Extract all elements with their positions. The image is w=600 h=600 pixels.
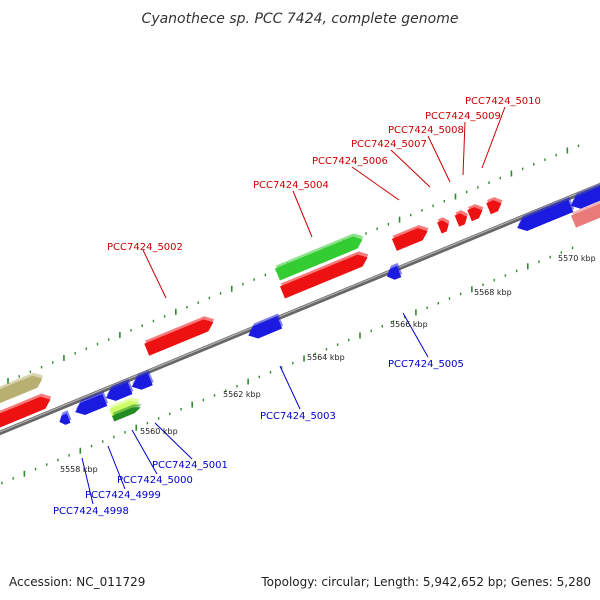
gene-labels: PCC7424_5002PCC7424_5004PCC7424_5006PCC7… (53, 96, 541, 517)
forward-gene-label[interactable]: PCC7424_5004 (253, 180, 329, 191)
feature-blue[interactable] (514, 196, 575, 234)
ruler-tick-label: 5566 kbp (390, 320, 428, 329)
ruler-tick-label: 5560 kbp (140, 427, 178, 436)
feature-pcc7424-5007[interactable] (436, 215, 453, 234)
forward-gene-label[interactable]: PCC7424_5008 (388, 125, 464, 136)
feature-pcc7424-5000[interactable] (128, 370, 154, 393)
ruler-tick-label: 5562 kbp (223, 390, 261, 399)
feature-body (517, 199, 574, 232)
leader-line (427, 135, 451, 183)
feature-body (59, 413, 71, 425)
leader-line (481, 106, 506, 169)
leader-line (154, 422, 193, 460)
feature-body (248, 316, 283, 339)
feature-body (111, 407, 141, 422)
feature-body (131, 373, 153, 390)
leader-line (279, 365, 301, 410)
feature-body (274, 236, 363, 281)
leader-line (107, 445, 126, 490)
map-title: Cyanothece sp. PCC 7424, complete genome (142, 11, 459, 27)
feature-body (279, 254, 368, 299)
feature-blue-small[interactable] (57, 410, 73, 426)
feature-pink[interactable] (570, 197, 600, 228)
feature-red[interactable] (279, 248, 372, 299)
leader-line (351, 166, 400, 201)
leader-line (131, 429, 158, 475)
feature-pcc7424-5005[interactable] (384, 262, 403, 282)
feature-body (571, 203, 600, 228)
leader-line (402, 312, 429, 358)
ruler-tick-label: 5558 kbp (60, 465, 98, 474)
reverse-gene-label[interactable]: PCC7424_5003 (260, 411, 336, 422)
feature-body (75, 393, 108, 416)
forward-gene-label[interactable]: PCC7424_5002 (107, 242, 183, 253)
feature-body (386, 265, 402, 280)
feature-body (391, 228, 428, 251)
reverse-gene-label[interactable]: PCC7424_5005 (388, 359, 464, 370)
feature-pcc7424-5002[interactable] (143, 313, 217, 356)
reverse-gene-label[interactable]: PCC7424_5001 (152, 460, 228, 471)
leader-line (390, 149, 431, 188)
forward-gene-label[interactable]: PCC7424_5006 (312, 156, 388, 167)
ruler-labels: 5558 kbp 5560 kbp 5562 kbp 5564 kbp 5566 kbp… (60, 254, 596, 474)
feature-track (0, 179, 600, 433)
feature-pcc7424-4999[interactable] (103, 378, 135, 404)
feature-body (467, 207, 483, 222)
feature-body (144, 319, 214, 356)
ruler-tick-label: 5568 kbp (474, 288, 512, 297)
reverse-gene-label[interactable]: PCC7424_4999 (85, 490, 161, 501)
feature-olive[interactable] (0, 370, 47, 412)
label-leaders (81, 106, 506, 505)
genome-backbone (0, 182, 600, 436)
forward-gene-label[interactable]: PCC7424_5010 (465, 96, 541, 107)
forward-gene-label[interactable]: PCC7424_5009 (425, 111, 501, 122)
leader-line (81, 457, 94, 505)
reverse-gene-label[interactable]: PCC7424_5000 (117, 475, 193, 486)
feature-red[interactable] (0, 391, 55, 433)
feature-pcc7424-5008[interactable] (454, 208, 472, 227)
feature-body (570, 182, 600, 209)
feature-pcc7424-5001-shade[interactable] (111, 401, 144, 422)
feature-pcc7424-5004[interactable] (274, 230, 367, 281)
leader-line (142, 249, 167, 299)
feature-body (437, 220, 449, 234)
feature-body (0, 375, 43, 412)
feature-body (454, 213, 468, 227)
ruler-tick-label: 5570 kbp (558, 254, 596, 263)
feature-pcc7424-5003[interactable] (245, 313, 284, 341)
feature-body (0, 396, 51, 433)
feature-pcc7424-5006[interactable] (391, 222, 432, 251)
accession-text: Accession: NC_011729 (9, 575, 145, 589)
leader-line (292, 190, 313, 238)
feature-pcc7424-5009[interactable] (466, 202, 486, 222)
leader-line (462, 121, 466, 176)
forward-gene-label[interactable]: PCC7424_5007 (351, 139, 427, 150)
genome-summary-text: Topology: circular; Length: 5,942,652 bp… (260, 575, 591, 589)
reverse-gene-label[interactable]: PCC7424_4998 (53, 506, 129, 517)
ruler-tick-label: 5564 kbp (307, 353, 345, 362)
inner-tick-row (1, 246, 574, 485)
feature-body (105, 382, 133, 401)
feature-pcc7424-4998[interactable] (72, 390, 109, 418)
feature-pcc7424-5010[interactable] (485, 195, 505, 215)
feature-body (486, 200, 502, 215)
feature-blue[interactable] (567, 179, 600, 212)
